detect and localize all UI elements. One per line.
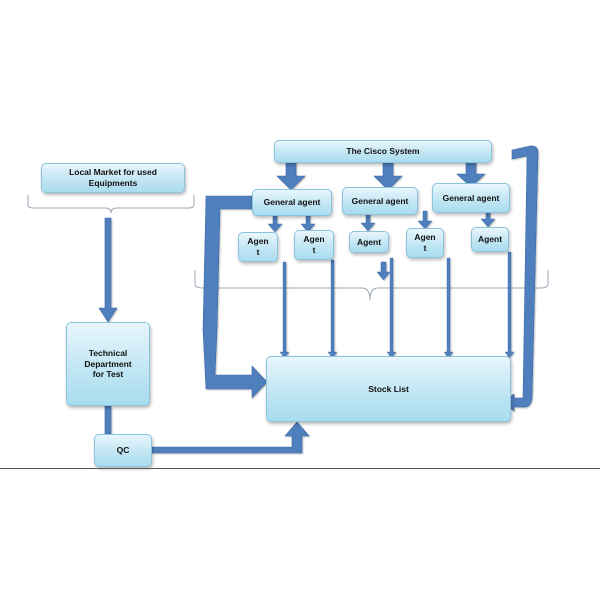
stock-list-box: Stock List (266, 356, 511, 422)
arrow-market-to-technical (98, 217, 118, 323)
qc-box: QC (94, 434, 152, 467)
cisco-system-box: The Cisco System (274, 140, 492, 163)
local-market-box: Local Market for used Equipments (41, 163, 185, 193)
arrow-general-2-to-agent-3 (360, 213, 376, 232)
general-agent-box-1: General agent (252, 189, 332, 216)
arrow-general-2-to-agent-4 (417, 210, 433, 230)
bottom-divider-line (0, 468, 600, 469)
agent-box-3: Agent (349, 231, 389, 253)
arrow-general-1-to-stock (202, 195, 268, 399)
arrow-cisco-to-general-1 (276, 161, 306, 191)
general-agent-box-2: General agent (342, 187, 418, 215)
agent-box-1: Agen t (238, 232, 278, 262)
arrow-general-1-to-agent-1 (267, 213, 283, 233)
agent-box-2: Agen t (294, 230, 334, 260)
line-agent-5-to-stock (504, 251, 515, 359)
arrow-qc-to-stock (151, 421, 310, 454)
arrow-agent-3-stub (376, 261, 391, 281)
left-brace (27, 195, 195, 214)
arrow-cisco-to-stock-return (502, 145, 539, 412)
agent-box-4: Agen t (406, 228, 444, 258)
line-agent-2-to-stock (327, 259, 338, 359)
line-agent-4-to-stock (443, 257, 454, 359)
agent-box-5: Agent (471, 227, 509, 252)
arrow-cisco-to-general-2 (373, 161, 403, 191)
general-agent-box-3: General agent (432, 183, 510, 213)
arrow-cisco-to-general-3 (456, 161, 486, 188)
right-brace (194, 270, 549, 301)
technical-department-box: Technical Department for Test (66, 322, 150, 406)
line-agent-3-to-stock (386, 257, 397, 359)
connector-technical-to-qc (104, 405, 112, 435)
line-agent-1-to-stock (279, 261, 290, 359)
